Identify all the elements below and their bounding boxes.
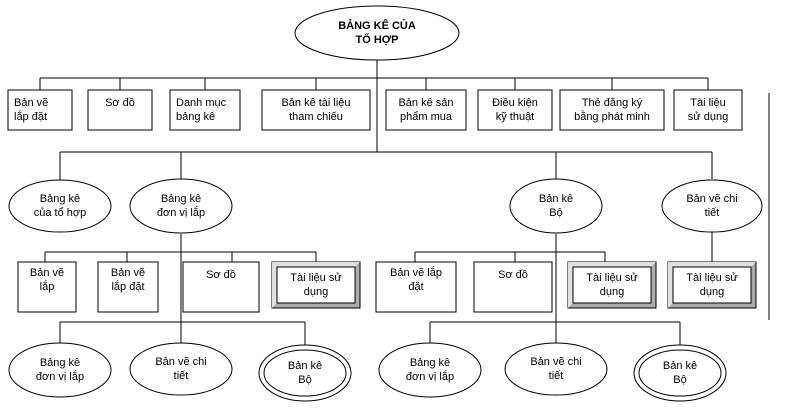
root-node-shape xyxy=(294,5,460,61)
node-tai-lieu-su-dung-mid: Tài liệu sử dụng xyxy=(586,272,638,298)
node-ban-ve-chi-tiet-left: Bản vẽ chi tiết xyxy=(155,356,207,382)
level1-box-7 xyxy=(559,89,665,131)
node-ban-ve-lap-dat-right: Bản vẽ lắp đặt xyxy=(390,267,442,293)
node-dieu-kien-ky-thuat: Điều kiện kỹ thuật xyxy=(492,97,538,123)
node-tai-lieu-su-dung: Tài liệu sử dụng xyxy=(687,97,729,123)
level3-bevel-boxes xyxy=(271,261,757,309)
node-tai-lieu-su-dung-left: Tài liệu sử dụng xyxy=(290,272,342,298)
node-ban-ve-lap-dat: Bản vẽ lắp đặt xyxy=(14,97,49,123)
node-the-dang-ky-bang-phat-minh: Thẻ đăng ký bằng phát minh xyxy=(574,97,650,123)
node-so-do-left: Sơ đồ xyxy=(206,269,236,281)
level1-box-1 xyxy=(7,89,73,131)
level1-box-2 xyxy=(87,89,153,131)
root-node: BẢNG KÊ CỦA TỔ HỢP xyxy=(338,20,416,46)
level4-ellipses xyxy=(8,342,727,402)
node-ban-ve-chi-tiet-right: Bản vẽ chi tiết xyxy=(530,356,582,382)
level1-box-8 xyxy=(673,89,743,131)
node-so-do-right: Sơ đồ xyxy=(498,269,528,281)
node-ban-ke-bo: Bản kê Bộ xyxy=(538,193,574,219)
node-so-do: Sơ đồ xyxy=(105,97,135,109)
node-bang-ke-don-vi-lap-left: Bảng kê đơn vị lắp xyxy=(35,357,85,383)
node-ban-ke-san-pham-mua: Bản kê sản phẩm mua xyxy=(398,97,454,123)
node-bang-ke-don-vi-lap: Bảng kê đơn vị lắp xyxy=(156,193,206,219)
node-ban-ve-lap: Bản vẽ lắp xyxy=(29,267,65,293)
level1-boxes xyxy=(7,89,743,131)
level1-box-4 xyxy=(261,89,371,131)
node-ban-ve-lap-dat-left: Bản vẽ lắp đặt xyxy=(110,267,146,293)
node-danh-muc-bang-ke: Danh mục bảng kê xyxy=(176,97,227,123)
node-bang-ke-don-vi-lap-right: Bảng kê đơn vị lắp xyxy=(405,357,455,383)
level1-box-6 xyxy=(477,89,553,131)
node-ban-ke-bo-left: Bản kê Bộ xyxy=(287,360,323,386)
node-ban-ke-bo-right: Bản kê Bộ xyxy=(662,360,698,386)
connector-lines xyxy=(39,58,770,345)
level1-box-5 xyxy=(385,89,467,131)
level2-ellipses xyxy=(8,178,763,234)
node-ban-ke-tai-lieu-tham-chieu: Bản kê tài liệu tham chiếu xyxy=(281,97,351,123)
node-tai-lieu-su-dung-right: Tài liệu sử dụng xyxy=(686,272,738,298)
node-bang-ke-cua-to-hop: Bảng kê của tổ hợp xyxy=(33,193,87,219)
node-ban-ve-chi-tiet: Bản vẽ chi tiết xyxy=(686,193,738,219)
level3-plain-boxes xyxy=(17,261,553,313)
level1-box-3 xyxy=(169,89,241,131)
